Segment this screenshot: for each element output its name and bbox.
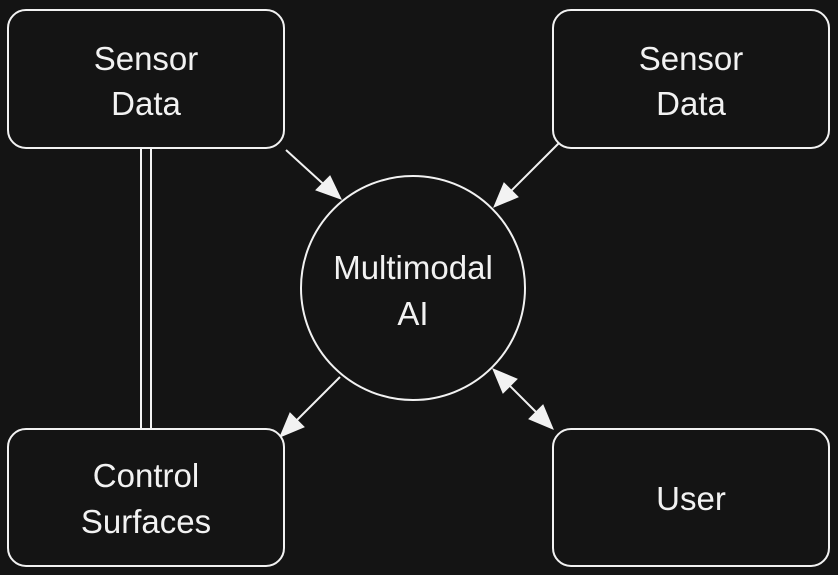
edge-sensor-left-to-ai	[285, 149, 342, 200]
multimodal-ai-line2: AI	[397, 295, 428, 332]
control-surfaces-line2: Surfaces	[81, 503, 211, 540]
sensor-data-left-line2: Data	[111, 85, 181, 122]
sensor-data-left-line1: Sensor	[94, 40, 199, 77]
node-sensor-data-left: Sensor Data	[7, 9, 285, 149]
sensor-data-right-line2: Data	[656, 85, 726, 122]
control-surfaces-line1: Control	[93, 457, 199, 494]
node-sensor-data-right: Sensor Data	[552, 9, 830, 149]
edge-sensor-right-to-ai	[493, 141, 561, 208]
edge-sensor-left-to-control-double	[140, 148, 152, 429]
node-multimodal-ai: Multimodal AI	[300, 175, 526, 401]
multimodal-ai-circle	[300, 175, 526, 401]
node-user: User	[552, 428, 830, 567]
arrowhead-ai-to-control	[279, 412, 305, 438]
arrowhead-to-user	[528, 404, 554, 430]
user-box	[552, 428, 830, 567]
arrowhead-sensor-left-to-ai	[315, 175, 342, 200]
multimodal-ai-line1: Multimodal	[333, 249, 493, 286]
edge-ai-user-bidirectional	[492, 368, 554, 430]
sensor-data-right-line1: Sensor	[639, 40, 744, 77]
control-surfaces-box	[7, 428, 285, 567]
edge-ai-to-control	[279, 376, 341, 438]
arrowhead-sensor-right-to-ai	[493, 182, 519, 208]
user-label: User	[656, 480, 726, 517]
sensor-data-left-box	[7, 9, 285, 149]
sensor-data-right-box	[552, 9, 830, 149]
node-control-surfaces: Control Surfaces	[7, 428, 285, 567]
edges	[140, 141, 561, 438]
arrowhead-to-ai	[492, 368, 518, 394]
